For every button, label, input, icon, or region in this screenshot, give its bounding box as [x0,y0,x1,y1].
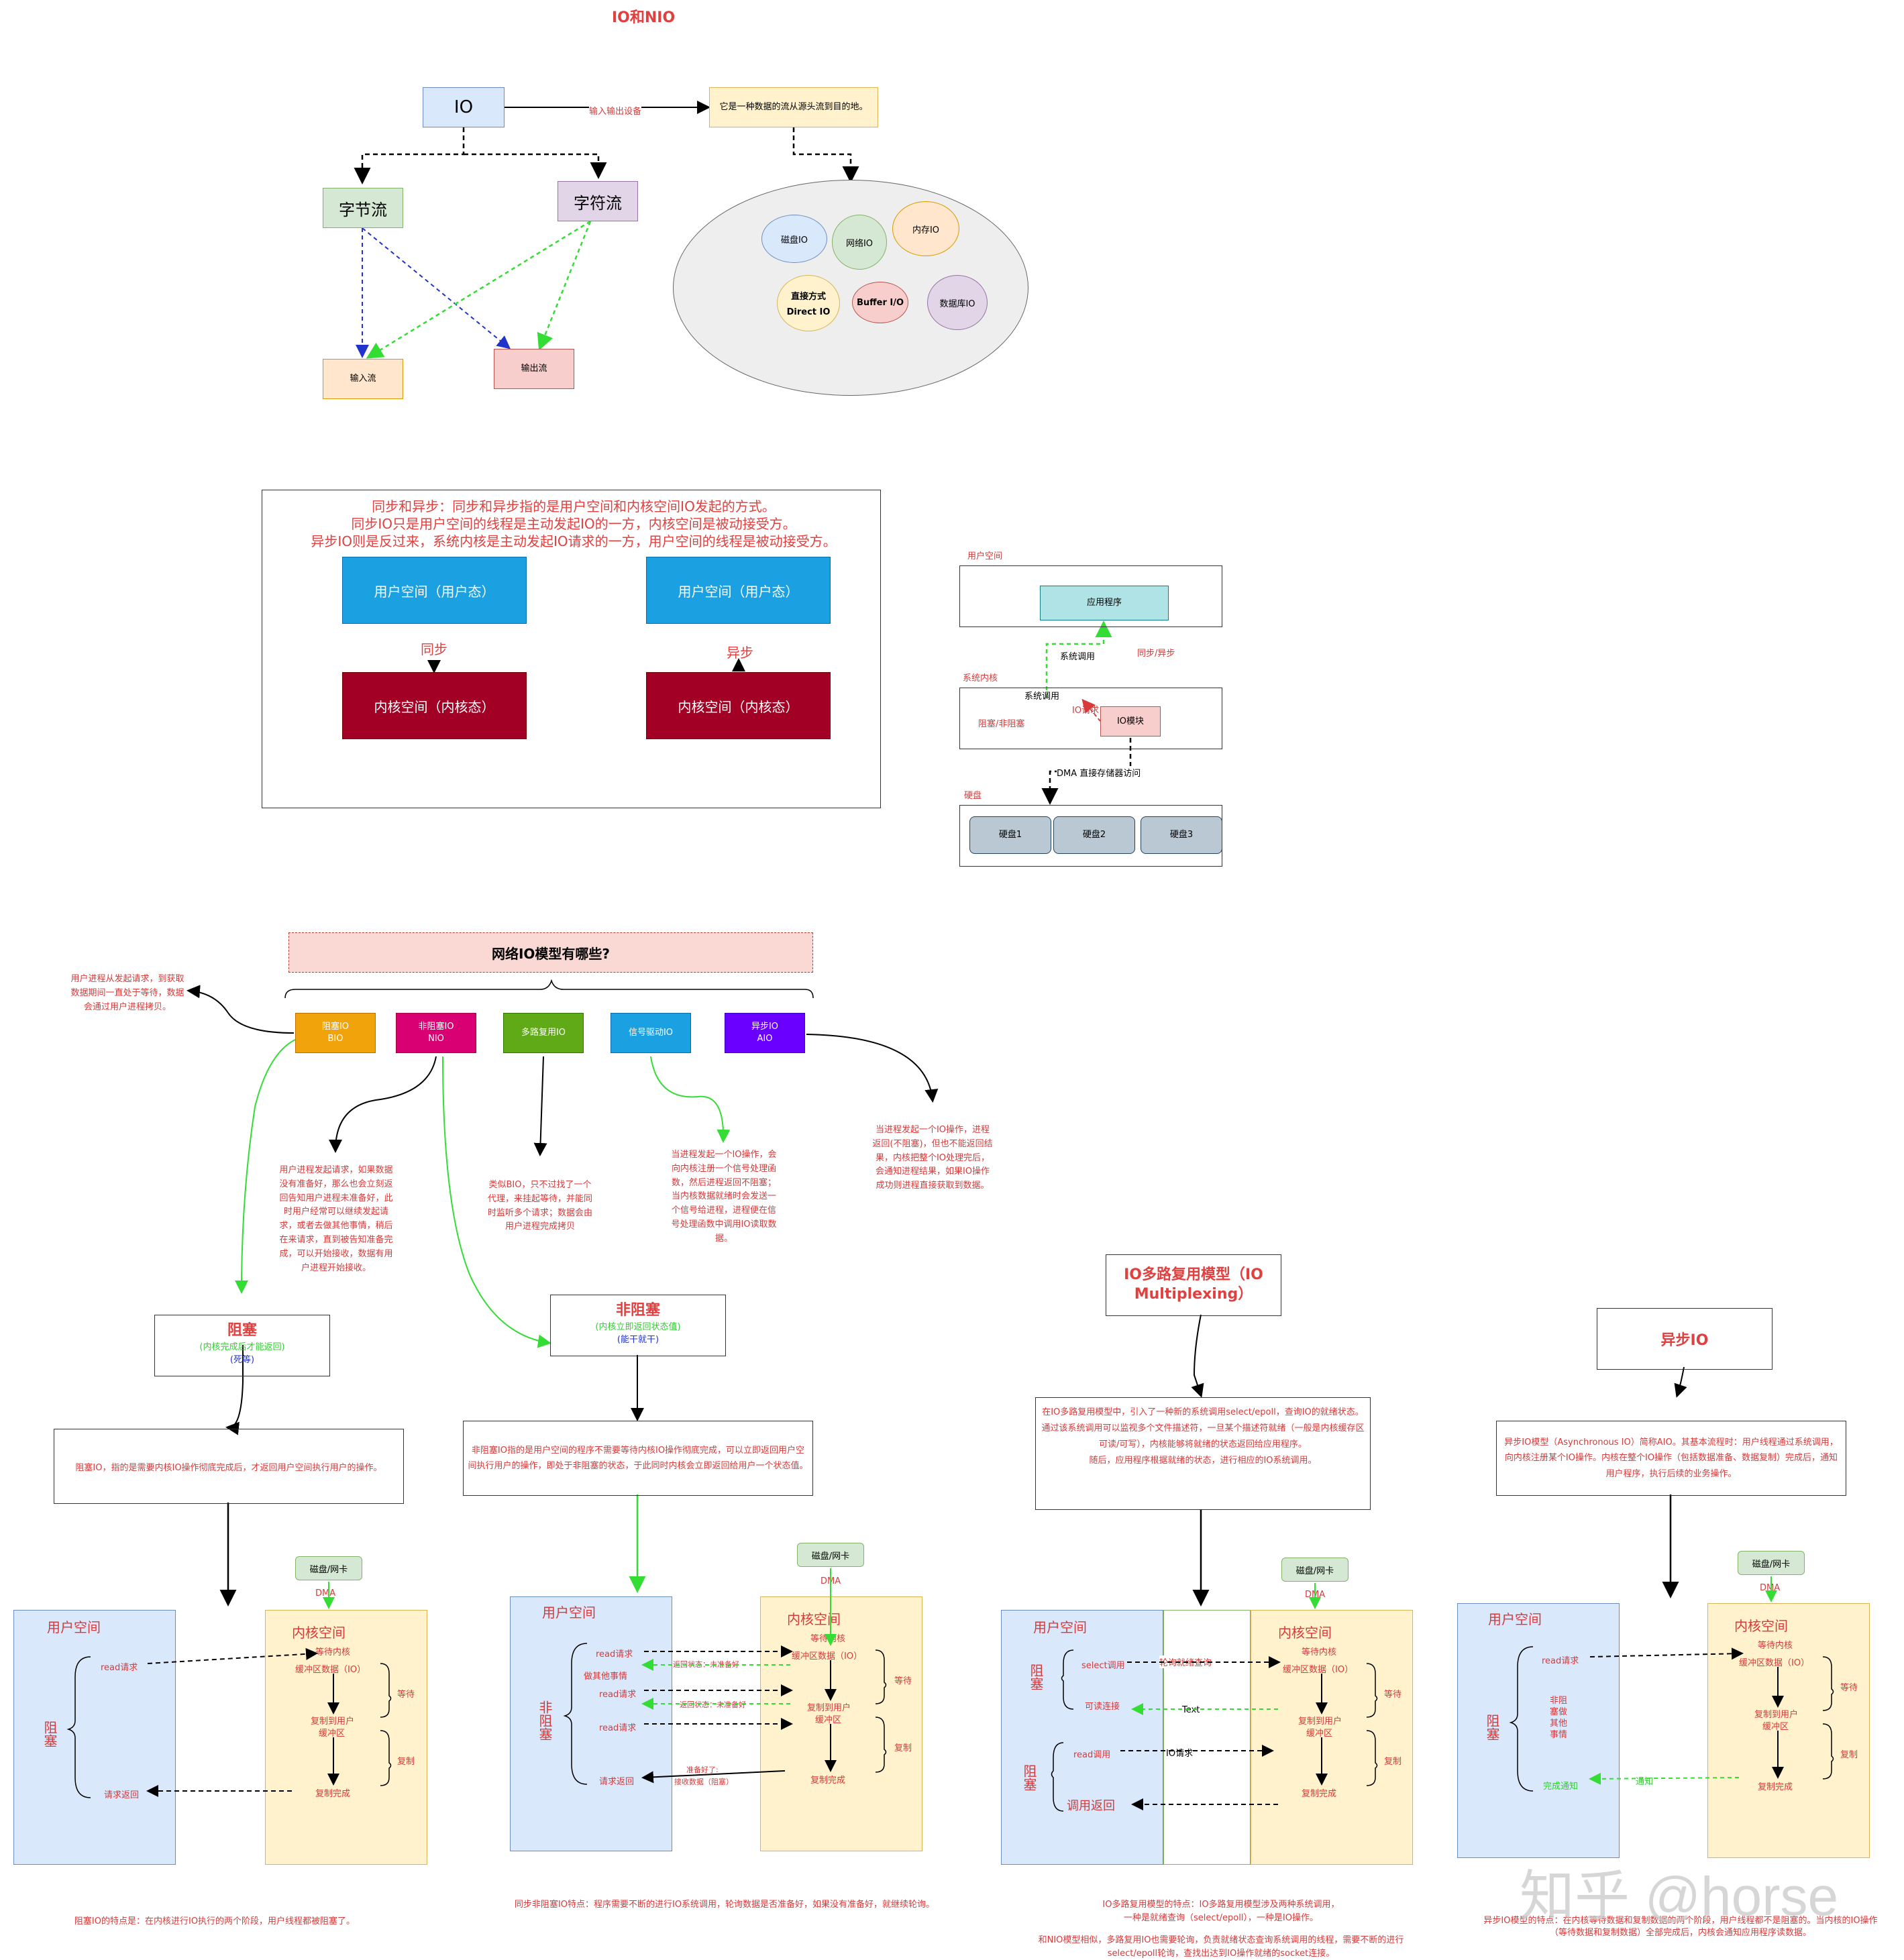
watermark: 知乎 @horse [1520,1851,1838,1931]
